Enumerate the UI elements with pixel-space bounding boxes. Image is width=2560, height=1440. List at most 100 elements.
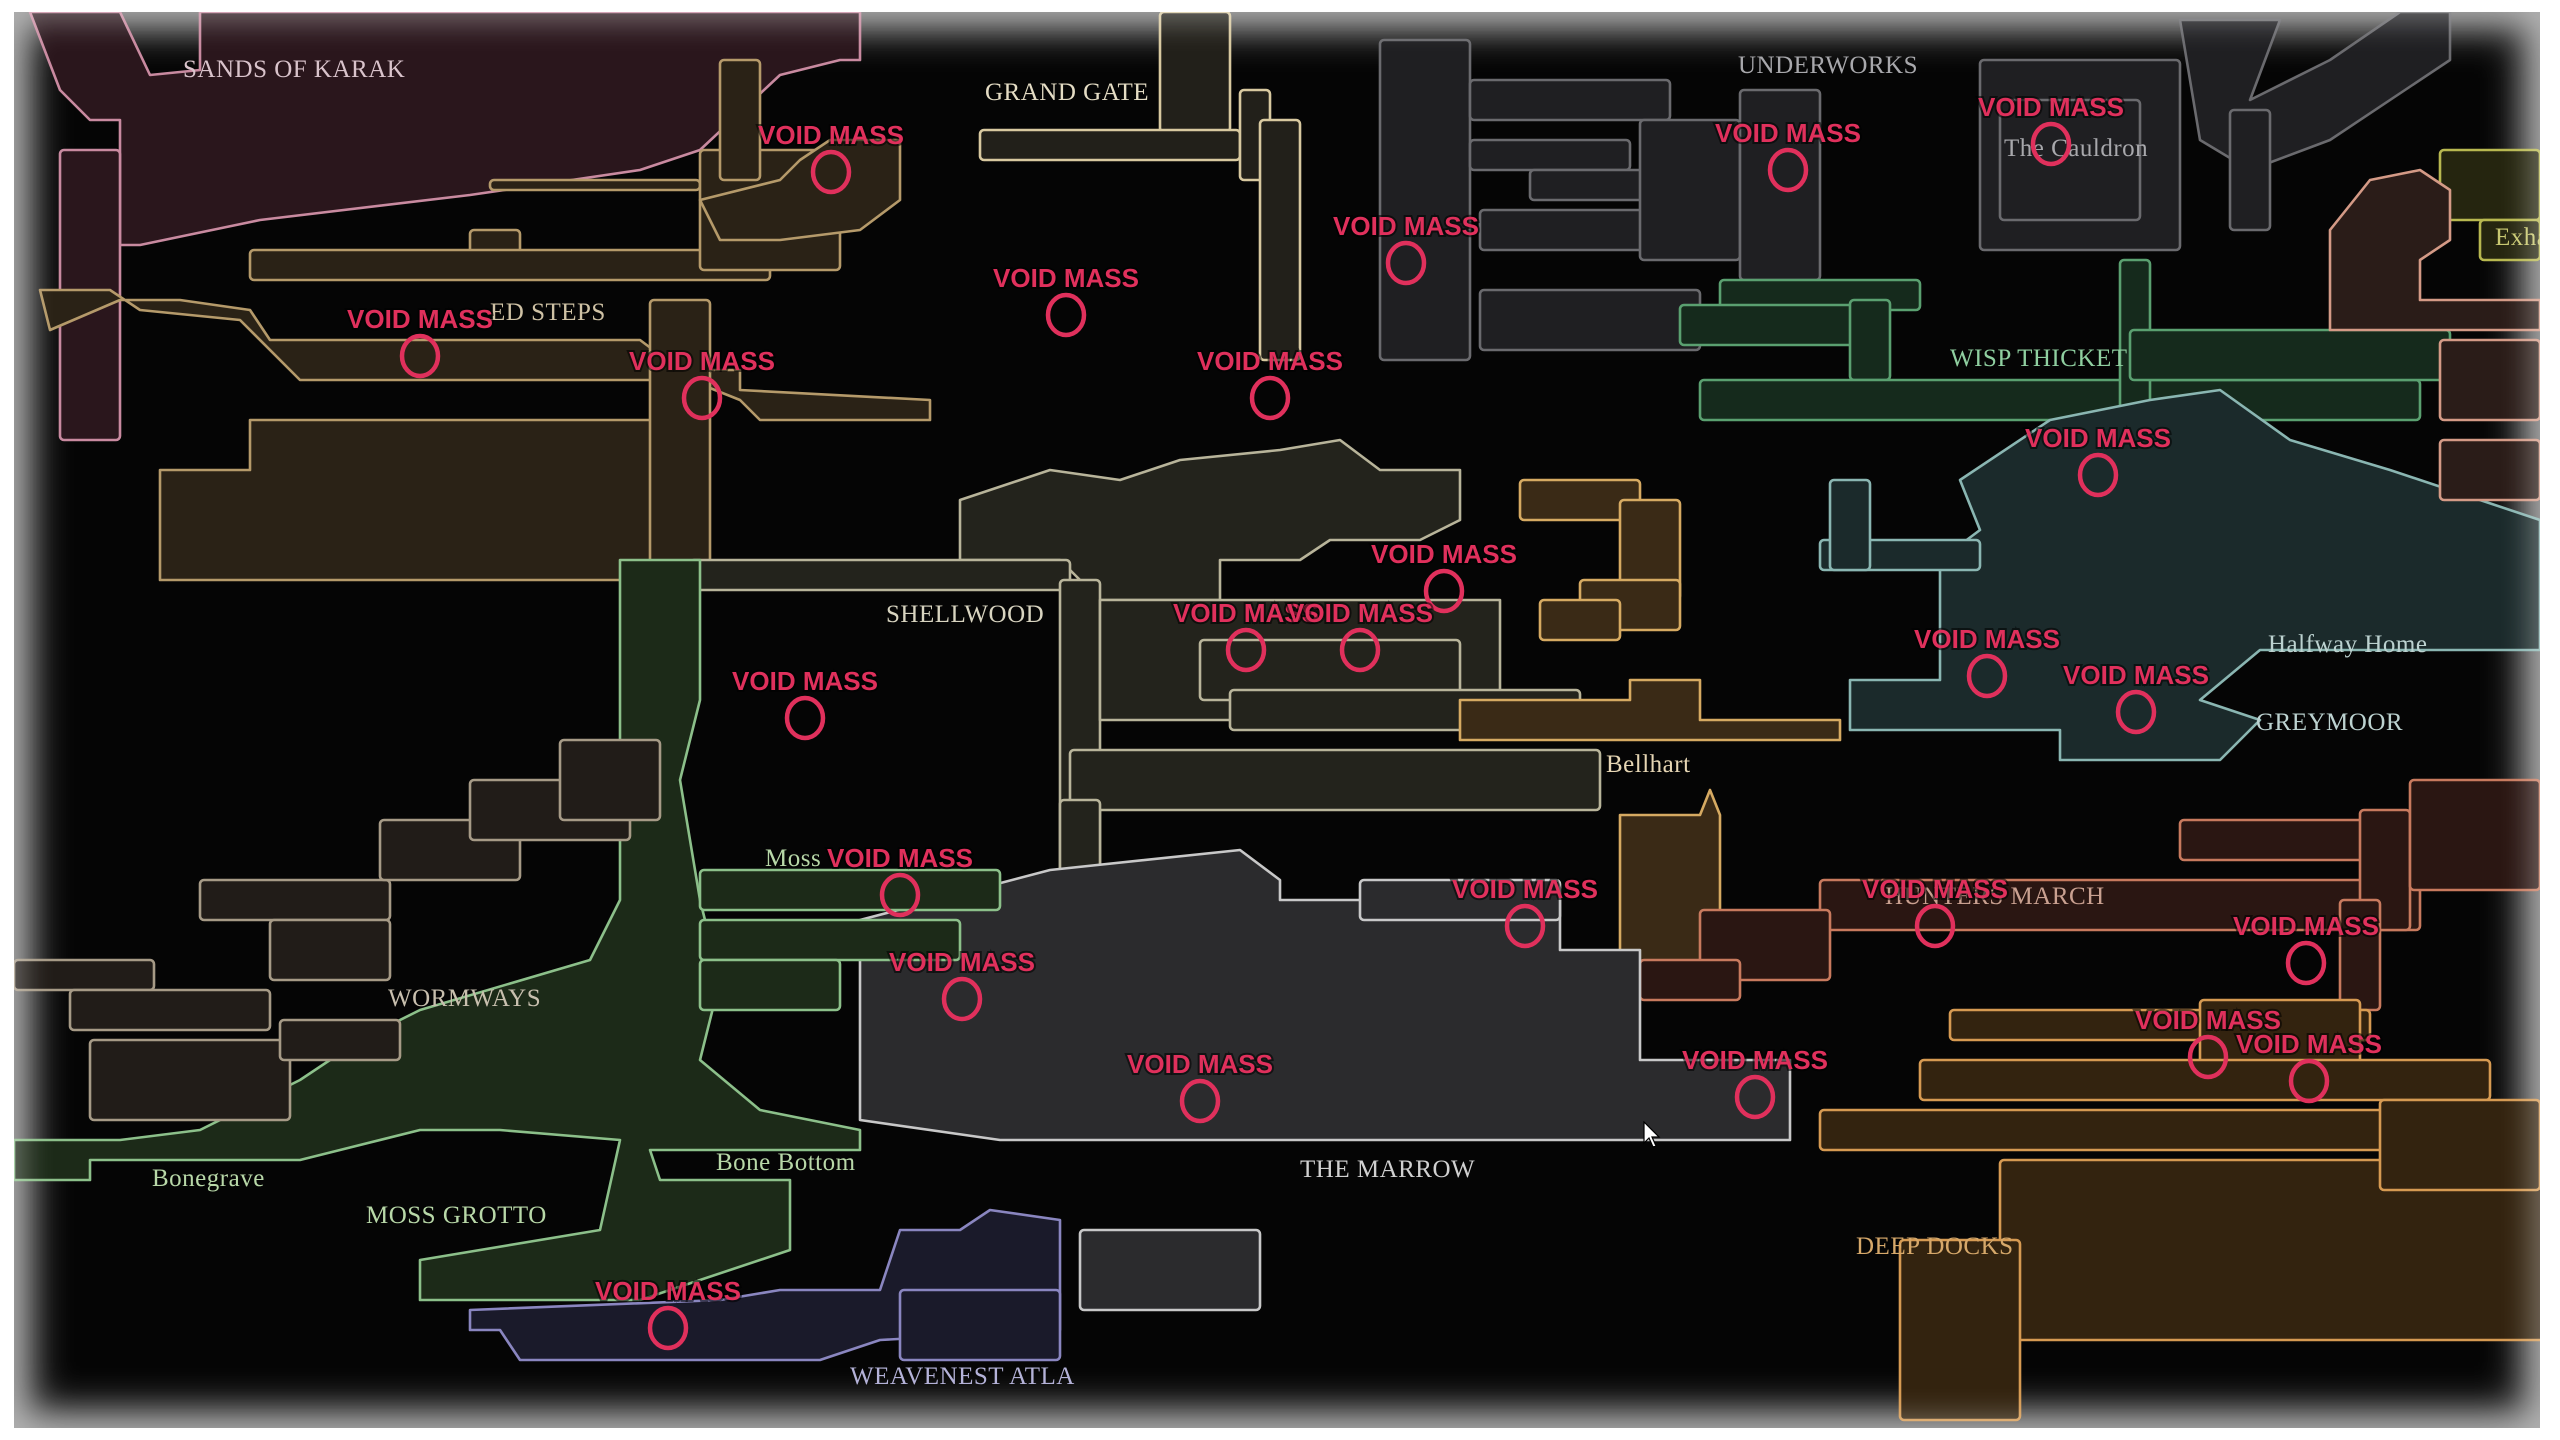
void-mass-label: VOID MASS — [2025, 423, 2171, 453]
room-deep-docks — [1918, 1058, 2492, 1102]
void-mass-label: VOID MASS — [1914, 624, 2060, 654]
void-mass-marker[interactable]: VOID MASS — [2061, 658, 2211, 735]
void-mass-label: VOID MASS — [1452, 874, 1598, 904]
void-mass-marker[interactable]: VOID MASS — [593, 1274, 743, 1351]
void-mass-label: VOID MASS — [758, 120, 904, 150]
void-mass-marker[interactable]: VOID MASS — [730, 664, 880, 741]
void-mass-marker[interactable]: VOID MASS — [1713, 116, 1863, 193]
void-mass-label: VOID MASS — [1862, 874, 2008, 904]
area-label: Halfway Home — [2268, 631, 2427, 658]
room-far-east — [2438, 338, 2540, 422]
area-label: THE MARROW — [1300, 1156, 1475, 1183]
void-mass-marker[interactable]: VOID MASS — [1369, 537, 1519, 614]
room-marrow-north — [648, 298, 712, 582]
void-mass-marker[interactable]: VOID MASS — [2231, 909, 2381, 986]
room-hunters-march — [1818, 878, 2422, 932]
area-label: DEEP DOCKS — [1856, 1233, 2014, 1260]
void-mass-circle-icon — [1339, 627, 1381, 673]
void-mass-label: VOID MASS — [993, 263, 1139, 293]
room-underworks — [1468, 138, 1632, 172]
void-mass-label: VOID MASS — [1371, 539, 1517, 569]
room-wisp-thicket — [1848, 298, 1892, 382]
void-mass-label: VOID MASS — [1173, 598, 1319, 628]
room-grand-gate — [1258, 118, 1302, 362]
void-mass-circle-icon — [1045, 292, 1087, 338]
void-mass-label: VOID MASS — [1333, 211, 1479, 241]
map-rooms — [14, 12, 2540, 1422]
area-label: Bonegrave — [152, 1165, 265, 1192]
void-mass-label: VOID MASS — [1287, 598, 1433, 628]
region-deep-docks — [1818, 998, 2540, 1422]
room-underworks — [2178, 12, 2452, 172]
room-underworks — [1468, 78, 1672, 122]
area-label: UNDERWORKS — [1738, 52, 1918, 79]
void-mass-label: VOID MASS — [1197, 346, 1343, 376]
void-mass-marker[interactable]: VOID MASS — [2234, 1027, 2384, 1104]
room-moss — [698, 958, 842, 1012]
room-marrow-north — [248, 248, 772, 282]
void-mass-marker[interactable]: VOID MASS — [825, 841, 975, 918]
void-mass-circle-icon — [681, 375, 723, 421]
room-underworks — [1378, 38, 1472, 362]
void-mass-marker[interactable]: VOID MASS — [887, 945, 1037, 1022]
room-wormways — [198, 878, 392, 922]
room-deep-docks — [2378, 1098, 2540, 1192]
void-mass-marker[interactable]: VOID MASS — [756, 118, 906, 195]
room-marrow-north — [488, 178, 702, 192]
region-wormways — [14, 738, 662, 1122]
void-mass-marker[interactable]: VOID MASS — [1331, 209, 1481, 286]
area-label: Bone Bottom — [716, 1149, 856, 1176]
void-mass-circle-icon — [1423, 568, 1465, 614]
area-label: WISP THICKET — [1950, 345, 2128, 372]
void-mass-circle-icon — [2187, 1034, 2229, 1080]
void-mass-label: VOID MASS — [1978, 92, 2124, 122]
void-mass-circle-icon — [810, 149, 852, 195]
area-label: SANDS OF KARAK — [183, 56, 405, 83]
void-mass-circle-icon — [879, 872, 921, 918]
void-mass-marker[interactable]: VOID MASS — [1285, 596, 1435, 673]
void-mass-marker[interactable]: VOID MASS — [2023, 421, 2173, 498]
area-label: MOSS GROTTO — [366, 1202, 547, 1229]
area-label: SHELLWOOD — [886, 601, 1044, 628]
void-mass-marker[interactable]: VOID MASS — [1195, 344, 1345, 421]
room-bellhart — [1458, 678, 1842, 742]
mouse-cursor-icon — [1643, 1121, 1661, 1148]
room-underworks — [1998, 98, 2142, 222]
room-marrow — [1358, 878, 1562, 922]
void-mass-label: VOID MASS — [2063, 660, 2209, 690]
void-mass-marker[interactable]: VOID MASS — [1171, 596, 1321, 673]
region-hunters-march — [1638, 778, 2540, 1012]
room-hunters-march — [2408, 778, 2540, 892]
void-mass-marker[interactable]: VOID MASS — [345, 302, 495, 379]
void-mass-marker[interactable]: VOID MASS — [1680, 1043, 1830, 1120]
room-weavenest — [898, 1288, 1062, 1362]
void-mass-marker[interactable]: VOID MASS — [1976, 90, 2126, 167]
area-label: Bellhart — [1606, 751, 1691, 778]
void-mass-marker[interactable]: VOID MASS — [991, 261, 1141, 338]
room-grand-gate — [978, 128, 1242, 162]
region-far-east — [2328, 168, 2540, 502]
void-mass-marker[interactable]: VOID MASS — [1912, 622, 2062, 699]
void-mass-circle-icon — [1249, 375, 1291, 421]
void-mass-label: VOID MASS — [1682, 1045, 1828, 1075]
void-mass-circle-icon — [647, 1305, 689, 1351]
void-mass-circle-icon — [2115, 689, 2157, 735]
room-greymoor — [1828, 478, 1872, 572]
void-mass-marker[interactable]: VOID MASS — [1860, 872, 2010, 949]
void-mass-label: VOID MASS — [827, 843, 973, 873]
void-mass-circle-icon — [941, 976, 983, 1022]
void-mass-label: VOID MASS — [732, 666, 878, 696]
room-wormways — [14, 958, 156, 992]
void-mass-marker[interactable]: VOID MASS — [627, 344, 777, 421]
void-mass-marker[interactable]: VOID MASS — [1450, 872, 1600, 949]
void-mass-marker[interactable]: VOID MASS — [2133, 1003, 2283, 1080]
region-shellwood — [688, 438, 1602, 932]
region-grand-gate — [978, 12, 1302, 362]
void-mass-circle-icon — [2288, 1058, 2330, 1104]
void-mass-marker[interactable]: VOID MASS — [1125, 1047, 1275, 1124]
area-label: GRAND GATE — [985, 79, 1149, 106]
void-mass-circle-icon — [1767, 147, 1809, 193]
